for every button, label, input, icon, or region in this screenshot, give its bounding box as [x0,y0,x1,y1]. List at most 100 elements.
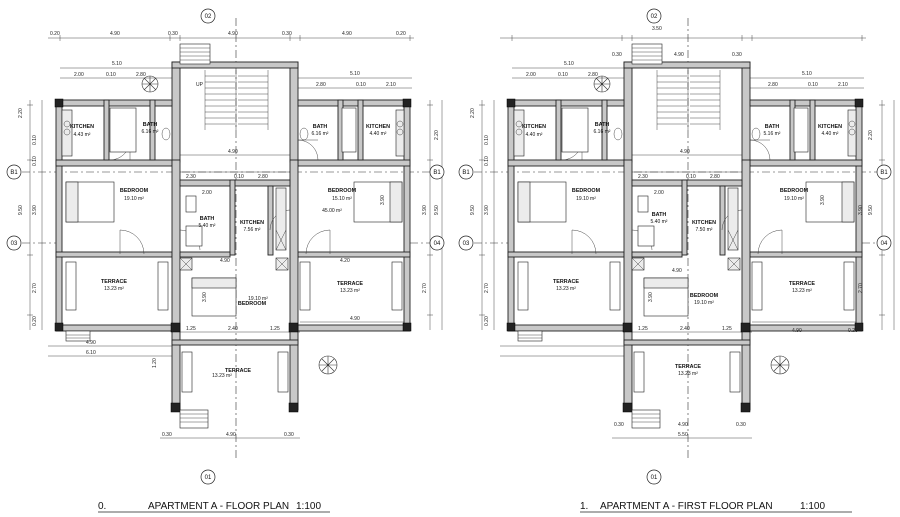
dim-inner-d: 3.90 [820,195,826,205]
dim-low-e: 1.25 [270,326,280,332]
dim-inner-a: 2.00 [202,190,212,196]
dim-r3-b: 0.10 [106,72,116,78]
dim-left-f: 2.70 [484,283,490,293]
dim-r3-c: 2.80 [136,72,146,78]
room-area-kitchen-center: 7.50 m² [696,227,713,233]
dim-top-c: 0.30 [168,31,178,37]
room-name-terrace-bottom: TERRACE [675,364,701,370]
room-name-kitchen-left: KITCHEN [522,124,546,130]
dim-top-a: 3.50 [652,26,662,32]
dim-bot-d: 1.20 [152,358,158,368]
dim-r2-right: 5.10 [350,71,360,77]
room-area-kitchen-left: 4.43 m² [74,132,91,138]
room-area-terrace-left: 13.23 m² [104,286,124,292]
dim-inner-b: 4.90 [220,258,230,264]
dim-low-d: 2.40 [228,326,238,332]
room-name-bath-left: BATH [143,122,158,128]
dim-right-b: 3.90 [858,205,864,215]
room-area-terrace-left: 13.23 m² [556,286,576,292]
dim-top-e: 0.30 [282,31,292,37]
plan-0: 02 01 03 04 B1 B1 UP 0.20 4.90 0.30 4.90… [6,8,445,513]
room-area-bedroom-left: 19.10 m² [576,196,596,202]
room-area-kitchen-right: 4.40 m² [370,131,387,137]
room-name-bath-center: BATH [652,212,667,218]
dim-right-b: 3.90 [422,205,428,215]
dim-mid-c: 0.10 [234,174,244,180]
dim-top-b: 4.90 [110,31,120,37]
dim-r2-left: 5.10 [564,61,574,67]
dim-bot-b: 4.90 [226,432,236,438]
dim-top-g: 0.20 [396,31,406,37]
plan-title: APARTMENT A - FLOOR PLAN [148,501,289,512]
axis-label-bottom: 01 [205,475,212,481]
dim-mid-b: 2.30 [186,174,196,180]
axis-bubble-left: 03 [6,235,22,251]
dim-inner-a: 2.00 [654,190,664,196]
dim-r3-e: 0.10 [356,82,366,88]
axis-label-b-left: B1 [462,170,470,176]
plan-1: 02 01 03 04 B1 B1 3.50 0.30 4.90 0.30 5.… [458,8,895,513]
room-area-terrace-right: 13.23 m² [340,288,360,294]
room-name-kitchen-center: KITCHEN [692,220,716,226]
dim-top-b: 0.30 [612,52,622,58]
dim-left-c: 0.10 [484,156,490,166]
dim-left-d: 9.50 [18,205,24,215]
axis-label-b-left: B1 [10,170,18,176]
dim-inner-e: 3.90 [648,292,654,302]
axis-label-b-right: B1 [880,170,888,176]
dim-right-d: 2.70 [422,283,428,293]
room-area-bath-center: 5.40 m² [651,219,668,225]
dim-r2-left: 5.10 [112,61,122,67]
axis-bubble-bottom: 01 [646,469,662,485]
room-name-kitchen-right: KITCHEN [366,124,390,130]
room-area-bath-center: 5.40 m² [199,223,216,229]
dim-r3-b: 0.10 [558,72,568,78]
room-name-bedroom-right: BEDROOM [780,188,809,194]
dim-bot-a: 0.30 [162,432,172,438]
dim-low-b: 6.10 [86,350,96,356]
dim-top-d: 0.30 [732,52,742,58]
plan-title-number: 1. [580,501,588,512]
dim-bot-d: 0.30 [736,422,746,428]
room-area-bedroom-center: 19.10 m² [694,300,714,306]
room-name-bedroom-left: BEDROOM [120,188,149,194]
room-area-bedroom-right: 19.10 m² [784,196,804,202]
room-name-kitchen-right: KITCHEN [818,124,842,130]
dim-low-c: 1.25 [638,326,648,332]
axis-label-top: 02 [651,14,658,20]
axis-bubble-b-left: B1 [6,164,22,180]
dim-inner-c: 4.90 [792,328,802,334]
axis-bubble-right: 04 [876,235,892,251]
room-name-bedroom-center: BEDROOM [690,293,719,299]
dim-r3-f: 2.10 [386,82,396,88]
plan-scale: 1:100 [800,501,825,512]
axis-label-b-right: B1 [433,170,441,176]
room-area-bath-left: 6.16 m² [594,129,611,135]
dim-right-a: 2.20 [434,130,440,140]
dim-top-a: 0.20 [50,31,60,37]
dim-left-b: 2.20 [470,108,476,118]
axis-label-bottom: 01 [651,475,658,481]
axis-bubble-b-right: B1 [429,164,445,180]
dim-r2-right: 5.10 [802,71,812,77]
room-area-living: 45.00 m² [322,208,342,214]
dim-mid-b: 2.30 [638,174,648,180]
dim-inner-d: 3.90 [380,195,386,205]
dim-inner-e: 3.90 [202,292,208,302]
dim-left-g: 0.20 [484,316,490,326]
room-name-terrace-bottom: TERRACE [225,368,251,374]
dim-left-a: 0.10 [32,135,38,145]
dim-r3-d: 2.80 [316,82,326,88]
plan-scale: 1:100 [296,501,321,512]
plan-title: APARTMENT A - FIRST FLOOR PLAN [600,501,773,512]
room-area-kitchen-left: 4.40 m² [526,132,543,138]
dim-left-b: 2.20 [18,108,24,118]
axis-bubble-b-right: B1 [876,164,892,180]
dim-top-f: 4.90 [342,31,352,37]
dim-r3-e: 0.10 [808,82,818,88]
room-area-kitchen-right: 4.40 m² [822,131,839,137]
room-area-kitchen-center: 7.56 m² [244,227,261,233]
room-area-bedroom-left: 19.10 m² [124,196,144,202]
dim-left-a: 0.10 [484,135,490,145]
